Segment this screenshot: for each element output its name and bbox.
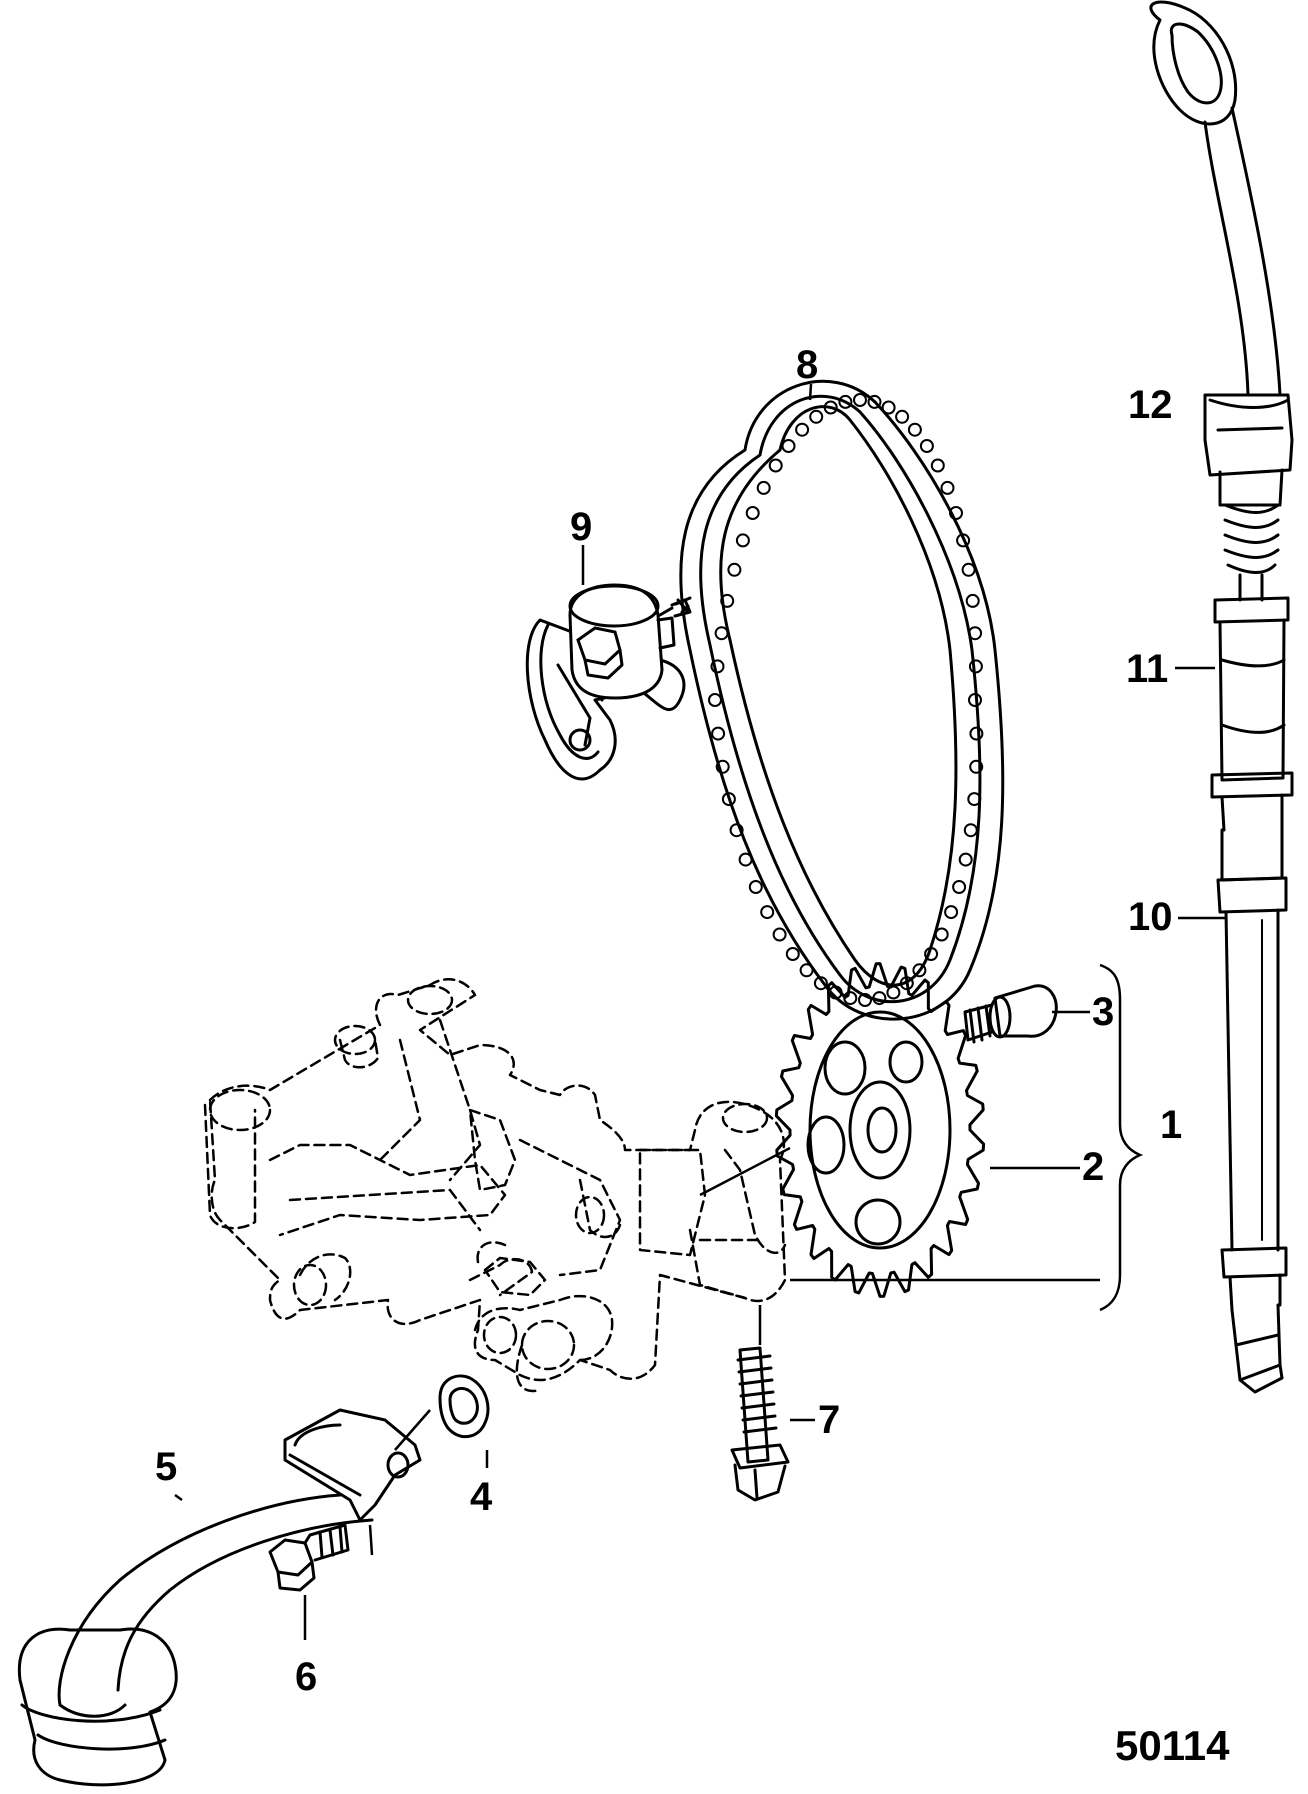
chain-link-rivet: [919, 439, 934, 453]
diagram-reference-number: 50114: [1115, 1722, 1230, 1769]
callout-2: 2: [1082, 1145, 1104, 1189]
chain-link-rivet: [838, 394, 853, 409]
pump-mounting-bolt: [730, 1346, 790, 1502]
chain-link-rivet: [969, 726, 984, 741]
oil-pump-housing: [203, 978, 787, 1393]
chain-link-rivet: [823, 400, 838, 415]
callout-1: 1: [1160, 1103, 1182, 1147]
chain-link-rivet: [965, 593, 980, 608]
callout-4: 4: [470, 1475, 493, 1519]
chain-link-rivet: [944, 905, 959, 920]
chain-link-rivet: [963, 823, 978, 838]
chain-link-rivet: [799, 963, 814, 978]
chain-link-rivet: [940, 480, 955, 495]
callouts: 1 2 3 4 5 6 7 8 9 10 11 12: [155, 343, 1182, 1699]
oil-pump-chain: [679, 379, 1005, 1021]
chain-link-rivet: [930, 458, 945, 473]
chain-link-rivet: [853, 393, 867, 407]
pickup-tube-bolt: [268, 1523, 350, 1592]
chain-link-rivet: [781, 439, 796, 453]
chain-link-rivet: [956, 533, 971, 548]
chain-link-rivet: [772, 927, 787, 942]
chain-link-rivet: [912, 963, 927, 978]
chain-link-rivet: [907, 422, 922, 437]
chain-link-rivet: [867, 394, 882, 409]
chain-link-rivet: [952, 880, 967, 894]
callout-12: 12: [1128, 383, 1173, 427]
chain-link-rivet: [714, 626, 729, 641]
chain-link-rivet: [968, 659, 983, 674]
callout-5: 5: [155, 1445, 177, 1489]
chain-link-rivet: [969, 759, 984, 774]
chain-link-rivet: [968, 693, 982, 707]
leader-lines: [174, 383, 1225, 1640]
chain-link-rivet: [727, 562, 742, 577]
callout-3: 3: [1092, 990, 1114, 1034]
oil-pickup-tube: [17, 1408, 422, 1787]
chain-link-rivet: [809, 409, 824, 424]
chain-link-rivet: [858, 993, 872, 1007]
o-ring: [438, 1374, 490, 1439]
chain-link-rivet: [756, 480, 771, 495]
chain-link-rivet: [949, 506, 963, 520]
chain-link-rivet: [881, 400, 896, 415]
callout-8: 8: [796, 343, 818, 387]
chain-link-rivet: [795, 422, 810, 437]
chain-link-rivet: [745, 506, 760, 520]
chain-link-rivet: [967, 792, 982, 807]
chain-link-rivet: [708, 693, 722, 707]
chain-tensioner: [525, 583, 692, 781]
callout-6: 6: [295, 1655, 317, 1699]
chain-link-rivet: [934, 927, 949, 942]
chain-link-rivet: [768, 458, 783, 473]
chain-link-rivet: [721, 792, 736, 807]
chain-link-rivet: [715, 759, 730, 774]
callout-9: 9: [570, 505, 592, 549]
chain-link-rivet: [924, 947, 939, 961]
chain-link-rivet: [760, 905, 775, 920]
sprocket-bolt: [963, 984, 1058, 1044]
chain-link-rivet: [886, 985, 901, 1000]
chain-link-rivet: [785, 947, 800, 961]
chain-link-rivet: [958, 852, 973, 867]
chain-link-rivet: [961, 562, 976, 577]
chain-link-rivet: [720, 593, 735, 608]
chain-link-rivet: [710, 659, 725, 674]
chain-link-rivet: [729, 823, 744, 838]
chain-link-rivet: [968, 626, 983, 641]
callout-10: 10: [1128, 895, 1173, 939]
callout-7: 7: [818, 1398, 840, 1442]
dipstick-assembly: [1149, 0, 1294, 1394]
callout-11: 11: [1126, 647, 1168, 691]
chain-link-rivet: [711, 726, 726, 741]
chain-link-rivet: [735, 533, 750, 548]
chain-link-rivet: [813, 976, 828, 991]
chain-link-rivet: [895, 409, 910, 424]
oil-pump-sprocket: [774, 962, 986, 1298]
chain-link-rivet: [738, 852, 753, 867]
chain-link-rivet: [748, 880, 763, 894]
chain-link-rivet: [872, 991, 887, 1006]
